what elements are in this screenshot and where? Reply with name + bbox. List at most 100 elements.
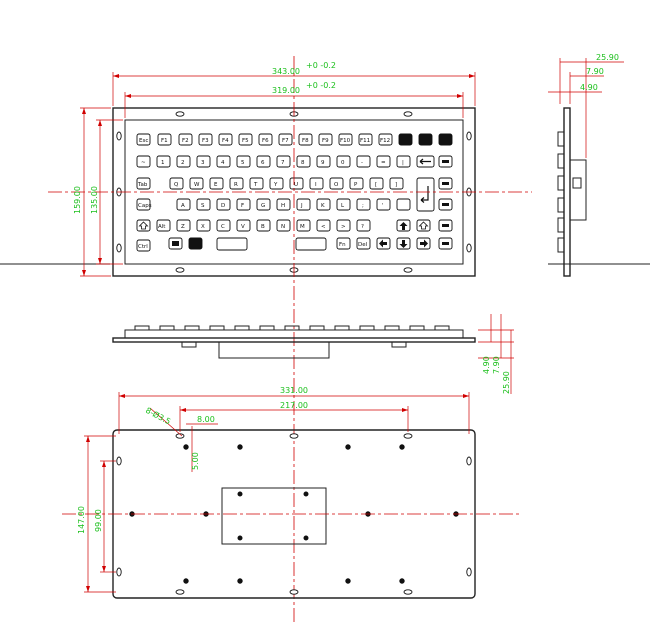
- key-row-5: Alt Z X C V B N M < > ?: [136, 219, 453, 232]
- key-label: 4: [221, 160, 225, 166]
- minus-icon: [442, 224, 449, 227]
- mounting-slot: [403, 433, 413, 439]
- keyboard-key: [209, 177, 224, 190]
- key-label: 5: [241, 160, 245, 166]
- dim-side-small: 4.90: [580, 83, 598, 92]
- side-view: 25.90 7.90 4.90: [548, 53, 624, 277]
- key-label: F9: [322, 138, 329, 144]
- mounting-slot: [403, 589, 413, 595]
- keyboard-key: [296, 219, 311, 232]
- front-key: [284, 325, 300, 331]
- key-label: Ctrl: [138, 244, 148, 250]
- dim-front-small: 4.90: [482, 356, 491, 374]
- key-label: F1: [161, 138, 168, 144]
- ctrl-key: [136, 239, 151, 252]
- key-label: B: [261, 224, 265, 230]
- key-label: ?: [361, 224, 364, 230]
- stud: [183, 578, 189, 584]
- shift-key: [136, 219, 151, 232]
- keyboard-key: [349, 177, 364, 190]
- keyboard-key: [216, 155, 231, 168]
- key-label: I: [315, 182, 317, 188]
- keyboard-key: [196, 219, 211, 232]
- key-label: R: [234, 182, 238, 188]
- dim-top-height-inner: 135.00: [90, 186, 99, 214]
- key-label: 0: [341, 160, 345, 166]
- fn-key: [336, 237, 351, 250]
- keyboard-key: [188, 237, 203, 250]
- keyboard-key: [157, 133, 172, 146]
- stud: [303, 491, 309, 497]
- key-label: Caps: [138, 203, 152, 209]
- key-label: N: [281, 224, 285, 230]
- keyboard-key: [309, 177, 324, 190]
- bottom-connector-box: [221, 487, 327, 545]
- front-key: [359, 325, 375, 331]
- keyboard-key: [258, 133, 273, 146]
- stud: [237, 491, 243, 497]
- space-key: [216, 237, 248, 251]
- key-label: J: [300, 203, 303, 209]
- keyboard-key: [229, 177, 244, 190]
- key-label: Z: [181, 224, 185, 230]
- side-plate: [563, 107, 571, 277]
- keyboard-key: [189, 177, 204, 190]
- mounting-slot: [403, 111, 413, 117]
- front-key: [209, 325, 225, 331]
- arrow-right-icon: [420, 239, 428, 248]
- key-label: F3: [202, 138, 209, 144]
- keyboard-key: [289, 177, 304, 190]
- key-label: Del: [358, 242, 368, 248]
- minus-icon: [442, 242, 449, 245]
- stud: [237, 578, 243, 584]
- key-label: P: [354, 182, 358, 188]
- stud: [399, 578, 405, 584]
- key-label: X: [201, 224, 205, 230]
- key-row-2: ~ 1 2 3 4 5 6 7 8 9 0 - = |: [136, 155, 453, 168]
- keyboard-key: [216, 219, 231, 232]
- mounting-slot: [403, 267, 413, 273]
- front-key: [384, 325, 400, 331]
- keyboard-key: [356, 155, 371, 168]
- keyboard-key: [356, 198, 371, 211]
- mounting-slot: [116, 131, 122, 141]
- minus-icon: [442, 203, 449, 206]
- key-label: <: [321, 224, 326, 230]
- side-key: [557, 153, 565, 169]
- space-key: [295, 237, 327, 251]
- keyboard-key: [236, 198, 251, 211]
- keyboard-key: [196, 155, 211, 168]
- key-label: E: [214, 182, 218, 188]
- dim-front-total: 25.90: [502, 371, 511, 394]
- dim-bottom-height-inner: 99.00: [94, 509, 103, 532]
- keyboard-key: [316, 219, 331, 232]
- mounting-slot: [116, 456, 122, 466]
- keyboard-key: [316, 198, 331, 211]
- key-label: 7: [281, 160, 285, 166]
- keyboard-key: [396, 198, 411, 211]
- keyboard-key: [438, 133, 453, 146]
- keyboard-key-mark: [172, 241, 179, 246]
- key-label: 2: [181, 160, 185, 166]
- front-key: [434, 325, 450, 331]
- keyboard-key: [378, 133, 393, 146]
- key-label: Alt: [158, 224, 166, 230]
- key-label: G: [261, 203, 265, 209]
- key-label: F4: [222, 138, 229, 144]
- arrow-left-icon: [419, 158, 431, 165]
- dim-side-mid: 7.90: [586, 67, 604, 76]
- keyboard-key: [236, 155, 251, 168]
- keyboard-key: [318, 133, 333, 146]
- keyboard-key: [176, 155, 191, 168]
- dim-hole-offset-x: 8.00: [197, 415, 215, 424]
- front-key: [309, 325, 325, 331]
- key-label: W: [194, 182, 200, 188]
- key-label: Esc: [139, 138, 148, 144]
- mounting-slot: [175, 111, 185, 117]
- key-label: ': [382, 203, 384, 209]
- keyboard-key: [329, 177, 344, 190]
- shift-icon: [418, 221, 429, 230]
- bottom-view: 331.00 217.00 8-Ø3.5 8.00 5.00 147.00 99…: [62, 386, 520, 599]
- keyboard-key: [276, 198, 291, 211]
- key-label: Q: [174, 182, 179, 188]
